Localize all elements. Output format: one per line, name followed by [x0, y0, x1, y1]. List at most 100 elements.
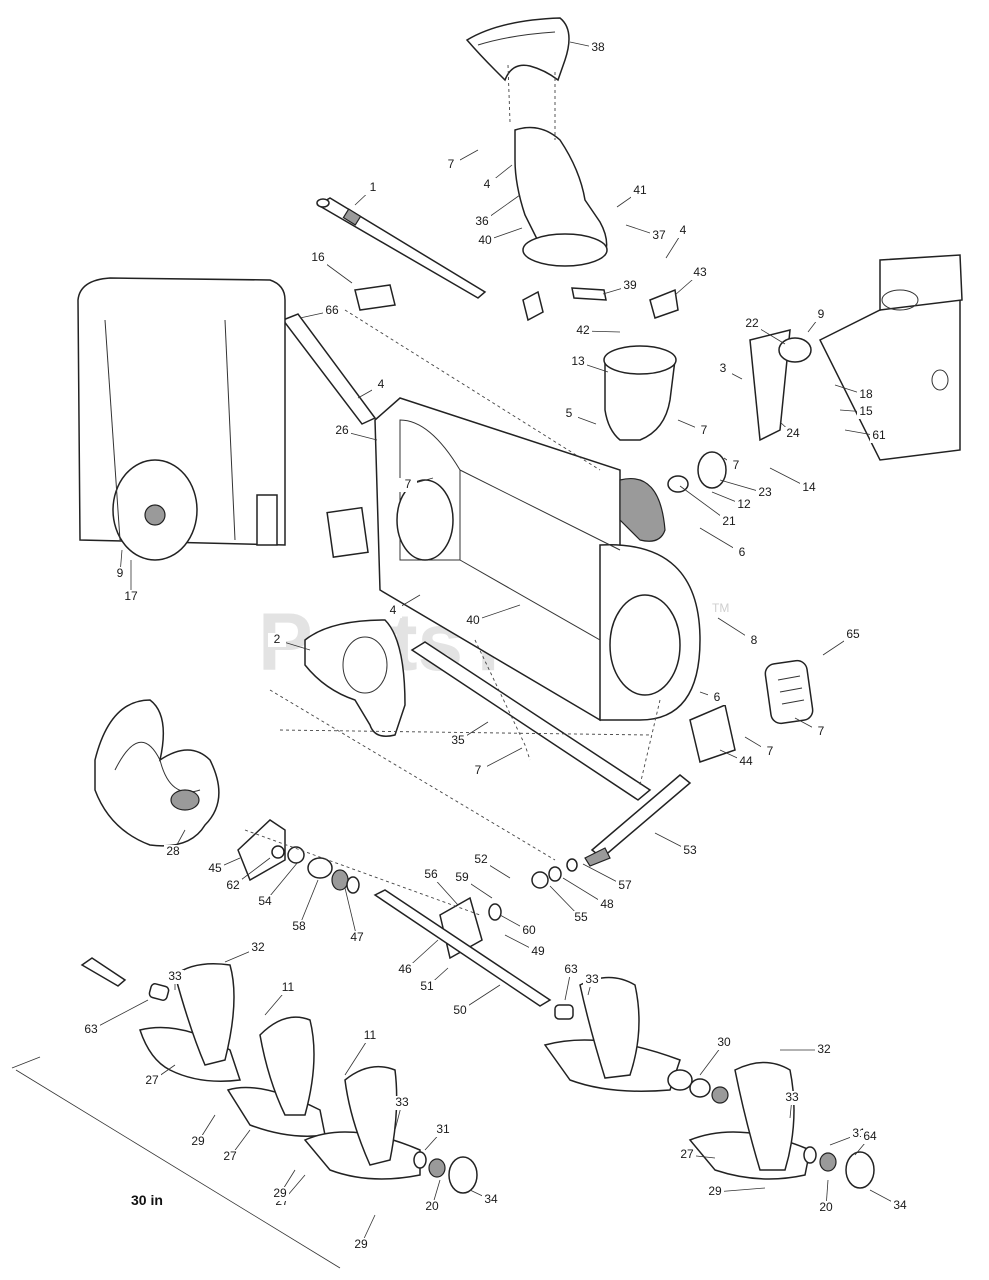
callout-background	[482, 1193, 500, 1207]
callout-label-2: 2	[274, 632, 281, 646]
housing-assembly-view-part	[77, 277, 286, 561]
callout-background	[783, 1091, 801, 1105]
callout-background	[464, 614, 482, 628]
callout-label-53: 53	[683, 843, 697, 857]
callout-label-4: 4	[680, 223, 687, 237]
callout-background	[396, 963, 414, 977]
callout-background	[476, 234, 494, 248]
callout-background	[815, 1043, 833, 1057]
callout-label-27: 27	[145, 1073, 159, 1087]
callout-label-45: 45	[208, 861, 222, 875]
auger-flight-right-inner-part	[543, 976, 681, 1092]
callout-background	[678, 1148, 696, 1162]
callout-label-46: 46	[398, 962, 412, 976]
callout-background	[164, 845, 182, 859]
callout-label-40: 40	[478, 233, 492, 247]
callout-background	[434, 1123, 452, 1137]
callout-label-7: 7	[818, 724, 825, 738]
callout-label-23: 23	[758, 485, 772, 499]
callout-label-31: 31	[436, 1122, 450, 1136]
callout-label-49: 49	[531, 944, 545, 958]
callout-background	[706, 1185, 724, 1199]
auger-spiral-28-part	[94, 699, 220, 847]
callout-label-62: 62	[226, 878, 240, 892]
callout-label-44: 44	[739, 754, 753, 768]
callout-label-57: 57	[618, 878, 632, 892]
callout-background	[520, 924, 538, 938]
callout-label-24: 24	[786, 426, 800, 440]
callout-label-20: 20	[425, 1199, 439, 1213]
callout-background	[529, 945, 547, 959]
callout-label-3: 3	[720, 361, 727, 375]
callout-background	[737, 755, 755, 769]
auger-shaft-50-part	[373, 889, 552, 1007]
callout-label-48: 48	[600, 897, 614, 911]
callout-label-4: 4	[378, 377, 385, 391]
callout-label-29: 29	[191, 1134, 205, 1148]
callout-background	[453, 871, 471, 885]
callout-background	[812, 725, 830, 739]
callout-background	[393, 1096, 411, 1110]
callout-background	[384, 604, 402, 618]
callout-label-7: 7	[405, 477, 412, 491]
callout-background	[271, 1187, 289, 1201]
callout-background	[800, 481, 818, 495]
auger-flight-left-outer-part	[139, 963, 242, 1082]
callout-label-33: 33	[395, 1095, 409, 1109]
callout-label-18: 18	[859, 387, 873, 401]
callout-label-7: 7	[475, 763, 482, 777]
callout-background	[817, 1201, 835, 1215]
callout-background	[449, 734, 467, 748]
callout-leader-63	[90, 999, 149, 1031]
callout-label-4: 4	[484, 177, 491, 191]
callout-background	[290, 920, 308, 934]
callout-label-60: 60	[522, 923, 536, 937]
callout-label-7: 7	[767, 744, 774, 758]
callout-label-27: 27	[223, 1149, 237, 1163]
callout-background	[249, 941, 267, 955]
hub-washer-parts-left	[413, 1151, 478, 1194]
callout-background	[122, 590, 140, 604]
skid-shoe-44-part	[689, 703, 736, 763]
bearing-23-part	[697, 451, 727, 489]
callout-background	[812, 308, 830, 322]
callout-background	[82, 1023, 100, 1037]
callout-label-61: 61	[872, 428, 886, 442]
callout-label-63: 63	[84, 1022, 98, 1036]
callout-label-6: 6	[714, 690, 721, 704]
callout-background	[166, 970, 184, 984]
callout-background	[423, 1200, 441, 1214]
callout-background	[224, 879, 242, 893]
hub-washer-parts-right	[803, 1146, 875, 1189]
callout-background	[589, 41, 607, 55]
callout-label-29: 29	[708, 1184, 722, 1198]
callout-background	[418, 980, 436, 994]
callout-label-15: 15	[859, 404, 873, 418]
chute-bracket-right-part	[571, 287, 607, 301]
callout-label-35: 35	[451, 733, 465, 747]
callout-background	[735, 498, 753, 512]
auger-flight-left-middle-part	[226, 1016, 326, 1137]
callout-background	[621, 279, 639, 293]
callout-label-43: 43	[693, 265, 707, 279]
callout-background	[743, 317, 761, 331]
skid-shoe-left-part	[326, 506, 369, 558]
chute-support-43-part	[649, 288, 679, 319]
callout-background	[323, 304, 341, 318]
callout-label-16: 16	[311, 250, 325, 264]
callout-label-56: 56	[424, 867, 438, 881]
callout-background	[784, 427, 802, 441]
callout-label-29: 29	[354, 1237, 368, 1251]
callout-label-33: 33	[785, 1090, 799, 1104]
callout-background	[333, 424, 351, 438]
callout-background	[598, 898, 616, 912]
callout-background	[422, 868, 440, 882]
callout-label-64: 64	[863, 1129, 877, 1143]
cover-plate-65-part	[764, 659, 814, 725]
callout-background	[399, 478, 417, 492]
callout-background	[756, 486, 774, 500]
callout-background	[268, 633, 286, 647]
callout-background	[861, 1130, 879, 1144]
callout-label-51: 51	[420, 979, 434, 993]
